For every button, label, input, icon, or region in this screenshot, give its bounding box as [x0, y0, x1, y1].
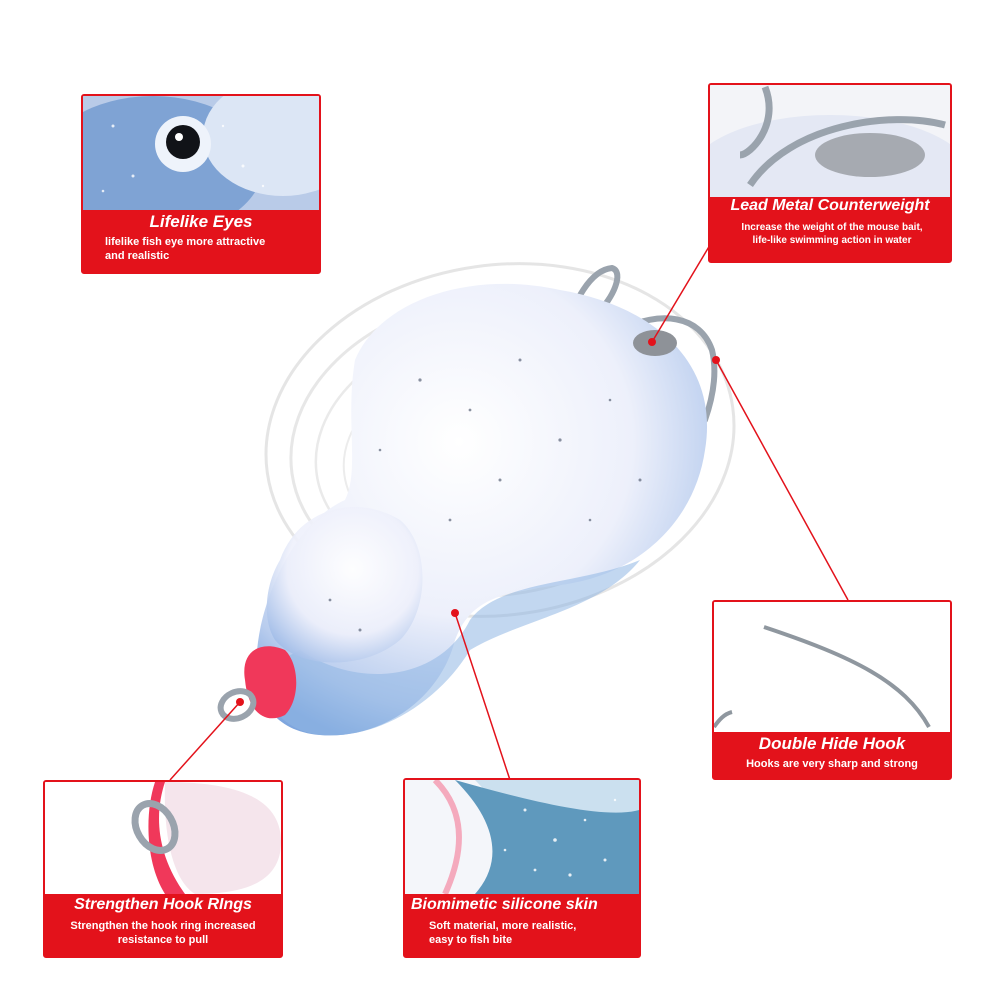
- callout-dots: [236, 338, 720, 706]
- feature-desc-line: resistance to pull: [117, 934, 209, 947]
- feature-card-counterweight: Lead Metal Counterweight Increase the we…: [708, 83, 952, 263]
- frog-lure: [217, 264, 718, 736]
- feature-title: Strengthen Hook RIngs: [74, 896, 252, 913]
- feature-desc-line: Soft material, more realistic,: [429, 920, 577, 932]
- feature-desc-line: Increase the weight of the mouse bait,: [741, 222, 923, 233]
- feature-card-hook: Double Hide Hook Hooks are very sharp an…: [712, 600, 952, 780]
- callout-lines: [169, 244, 849, 781]
- feature-desc-line: easy to fish bite: [429, 934, 513, 947]
- feature-desc-line: life-like swimming action in water: [752, 235, 912, 246]
- feature-desc-line: Strengthen the hook ring increased: [70, 920, 256, 932]
- hook-closeup-image: [714, 602, 950, 732]
- counterweight-closeup-image: [710, 85, 950, 197]
- feature-title: Biomimetic silicone skin: [411, 896, 598, 913]
- feature-desc-line: Hooks are very sharp and strong: [746, 758, 918, 770]
- feature-desc-line: and realistic: [105, 250, 170, 263]
- feature-card-skin: Biomimetic silicone skin Soft material, …: [403, 778, 641, 958]
- feature-title: Lifelike Eyes: [149, 212, 253, 231]
- feature-card-hook-rings: Strengthen Hook RIngs Strengthen the hoo…: [43, 780, 283, 958]
- eye-closeup-image: [83, 96, 319, 210]
- feature-desc-line: lifelike fish eye more attractive: [105, 236, 266, 248]
- feature-title: Double Hide Hook: [758, 734, 906, 753]
- feature-card-eyes: Lifelike Eyes lifelike fish eye more att…: [81, 94, 321, 274]
- skin-closeup-image: [405, 780, 639, 894]
- feature-title: Lead Metal Counterweight: [730, 197, 930, 214]
- hook-ring-closeup-image: [45, 782, 281, 894]
